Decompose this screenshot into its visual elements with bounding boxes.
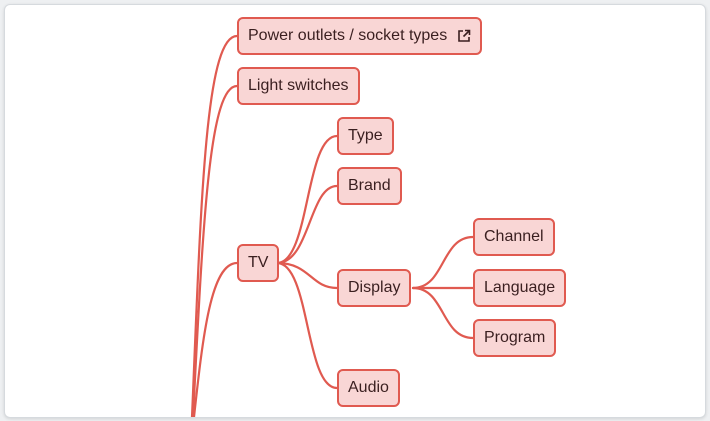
node-type[interactable]: Type (337, 117, 394, 155)
node-tv-label: TV (248, 254, 269, 271)
node-brand-label: Brand (348, 177, 391, 194)
node-channel-label: Channel (484, 228, 544, 245)
connector-display (275, 261, 339, 290)
node-program[interactable]: Program (473, 319, 557, 357)
node-tv[interactable]: TV (237, 244, 280, 282)
external-link-icon[interactable] (457, 29, 471, 43)
node-audio-label: Audio (348, 379, 389, 396)
node-language[interactable]: Language (473, 269, 567, 307)
node-audio[interactable]: Audio (337, 369, 400, 407)
mindmap-connectors (190, 34, 475, 417)
connector-audio (275, 261, 339, 390)
node-language-label: Language (484, 279, 556, 296)
node-display[interactable]: Display (337, 269, 412, 307)
node-power-outlets-label: Power outlets / socket types (248, 27, 448, 44)
node-light-switches-label: Light switches (248, 77, 349, 94)
connector-channel (411, 235, 475, 290)
mindmap-canvas: Power outlets / socket types Light switc… (4, 4, 706, 418)
node-program-label: Program (484, 329, 546, 346)
node-brand[interactable]: Brand (337, 167, 402, 205)
node-type-label: Type (348, 127, 383, 144)
connector-power-outlets (190, 34, 239, 417)
node-power-outlets[interactable]: Power outlets / socket types (237, 17, 483, 55)
connector-program (411, 286, 475, 340)
connector-tv (192, 261, 239, 417)
node-channel[interactable]: Channel (473, 218, 555, 256)
node-light-switches[interactable]: Light switches (237, 67, 360, 105)
node-display-label: Display (348, 279, 401, 296)
connector-brand (275, 184, 339, 265)
connector-light-switches (191, 84, 239, 417)
connector-type (275, 134, 339, 265)
